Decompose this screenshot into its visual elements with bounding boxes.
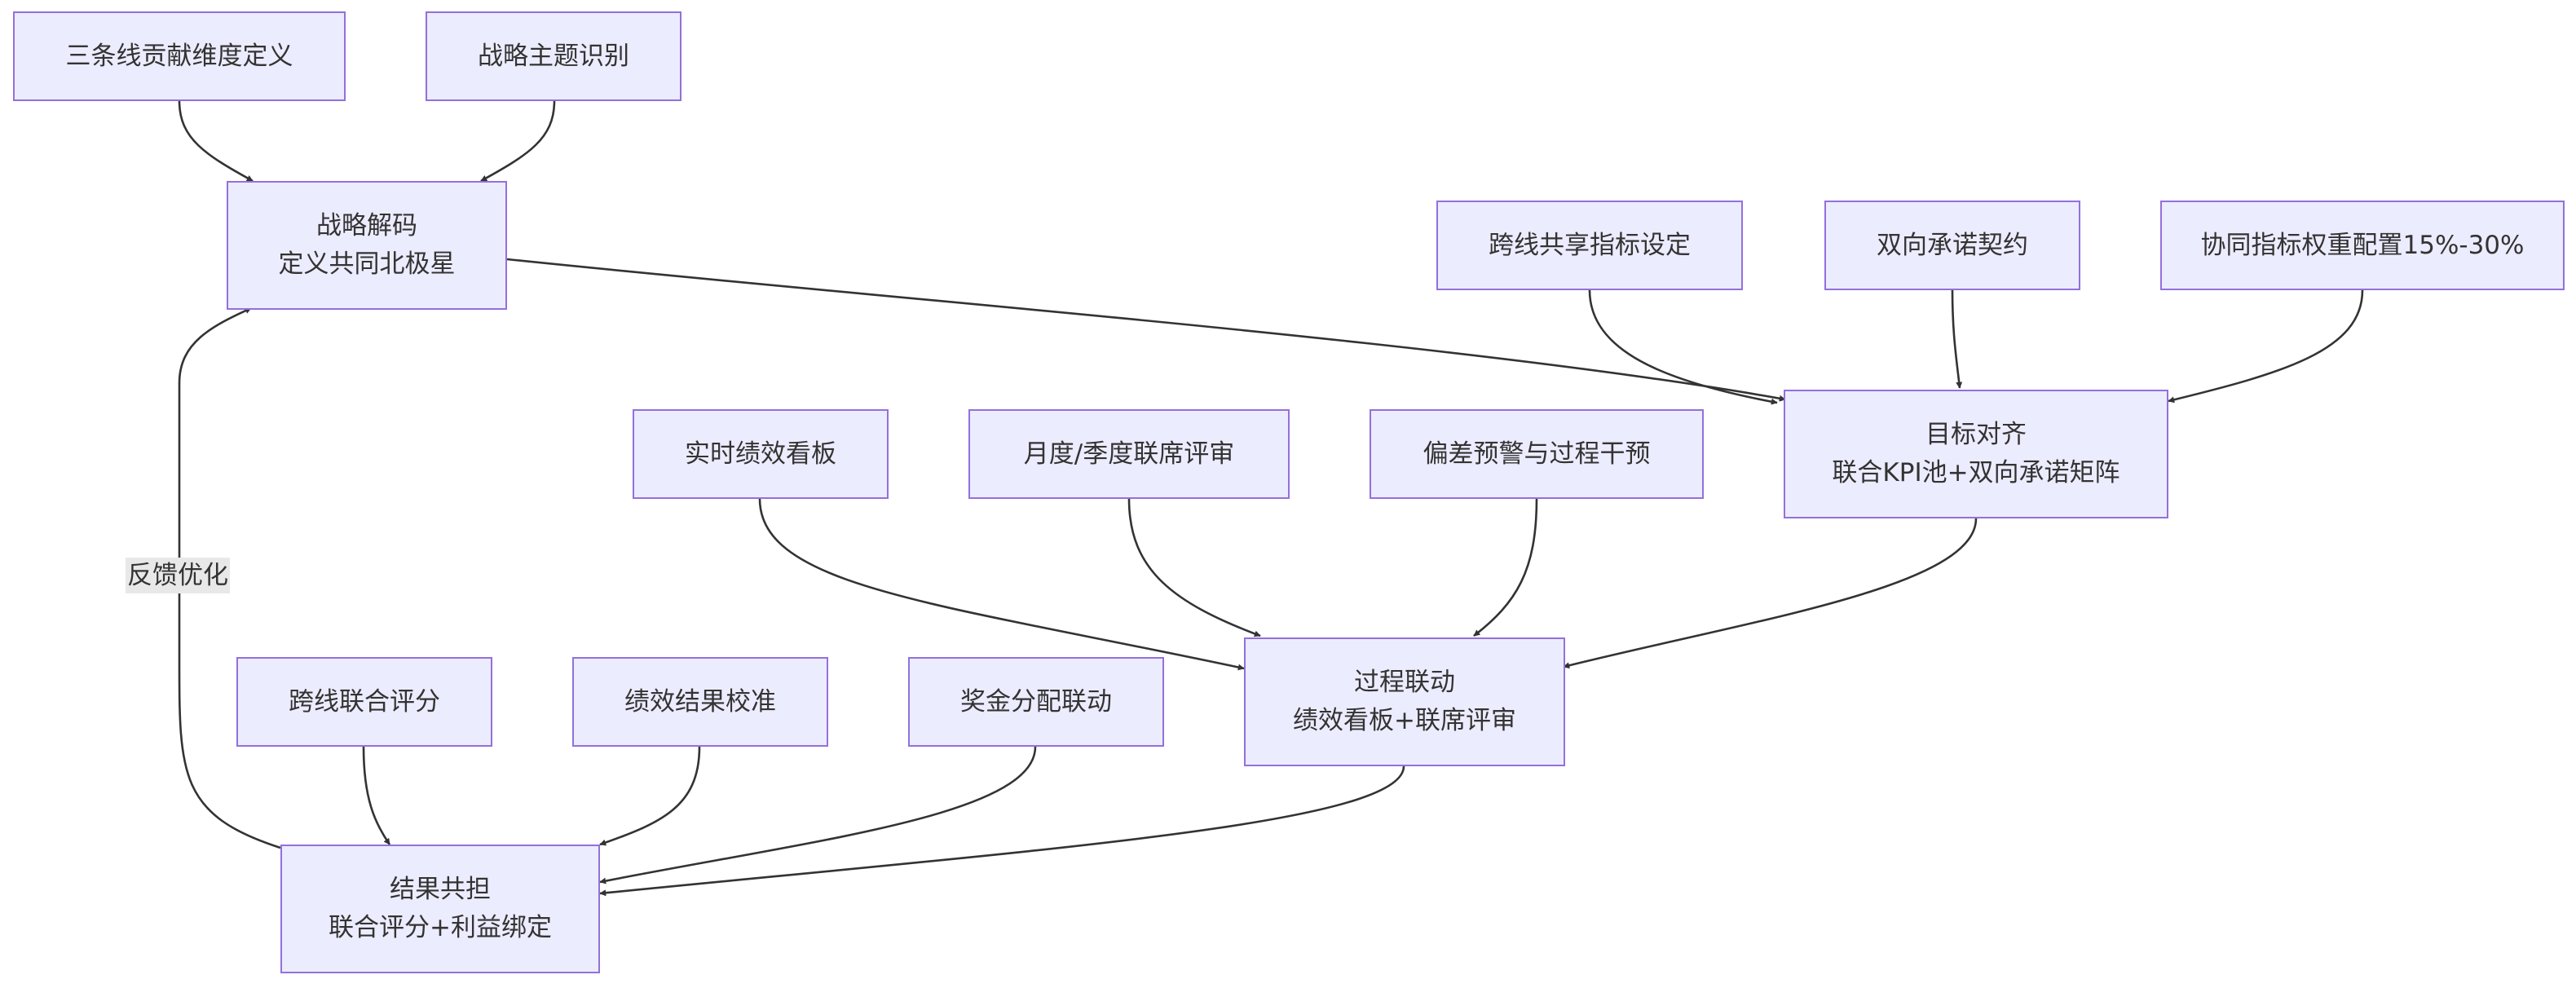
edge-process-to-result: [599, 765, 1405, 897]
node-label-line: 实时绩效看板: [685, 439, 836, 469]
node-title: 结果共担: [390, 875, 491, 904]
node-result-calibration[interactable]: 绩效结果校准: [572, 657, 828, 747]
node-title: 过程联动: [1354, 668, 1455, 697]
node-shared-results[interactable]: 结果共担 联合评分+利益绑定: [280, 845, 600, 973]
edge-sharedkpi-to-align: [1588, 289, 1778, 405]
node-label-line: 战略主题识别: [478, 41, 629, 71]
node-label-line: 奖金分配联动: [960, 686, 1112, 717]
node-title: 战略解码: [316, 211, 417, 240]
node-subtitle: 联合评分+利益绑定: [329, 913, 552, 942]
edge-themeid-to-decode: [480, 100, 556, 183]
node-mutual-commitment[interactable]: 双向承诺契约: [1824, 201, 2080, 290]
edge-decode-to-align: [506, 258, 1786, 402]
edge-dashboard-to-process: [758, 498, 1245, 671]
node-subtitle: 定义共同北极星: [278, 249, 456, 279]
node-deviation-warning[interactable]: 偏差预警与过程干预: [1370, 409, 1704, 499]
node-realtime-dashboard[interactable]: 实时绩效看板: [633, 409, 889, 499]
node-joint-review[interactable]: 月度/季度联席评审: [968, 409, 1290, 499]
edge-align-to-process: [1563, 518, 1978, 669]
node-dimension-definition[interactable]: 三条线贡献维度定义: [13, 11, 346, 101]
node-label-line: 跨线联合评分: [289, 686, 440, 717]
node-label-line: 偏差预警与过程干预: [1423, 439, 1651, 469]
node-joint-scoring[interactable]: 跨线联合评分: [236, 657, 492, 747]
node-subtitle: 联合KPI池+双向承诺矩阵: [1832, 458, 2120, 487]
edge-commit-to-align: [1951, 289, 1963, 389]
node-label-line: 跨线共享指标设定: [1489, 230, 1691, 260]
node-bonus-linkage[interactable]: 奖金分配联动: [908, 657, 1164, 747]
node-label-line: 三条线贡献维度定义: [65, 41, 293, 71]
node-label-line: 绩效结果校准: [624, 686, 776, 717]
node-label-line: 双向承诺契约: [1877, 230, 2028, 260]
node-weight-config[interactable]: 协同指标权重配置15%-30%: [2160, 201, 2565, 290]
node-process-linkage[interactable]: 过程联动 绩效看板+联席评审: [1244, 637, 1565, 766]
edge-review-to-process: [1127, 498, 1261, 637]
edge-warning-to-process: [1473, 498, 1538, 637]
edge-bonus-to-result: [599, 746, 1037, 884]
node-title: 目标对齐: [1925, 420, 2027, 449]
edge-weight-to-align: [2168, 289, 2364, 404]
node-label-line: 月度/季度联席评审: [1023, 439, 1235, 469]
edge-result-to-decode-feedback: [178, 307, 281, 849]
node-goal-alignment[interactable]: 目标对齐 联合KPI池+双向承诺矩阵: [1784, 390, 2168, 518]
node-shared-kpi[interactable]: 跨线共享指标设定: [1436, 201, 1743, 290]
node-strategy-decode[interactable]: 战略解码 定义共同北极星: [227, 181, 507, 310]
edge-calibrate-to-result: [599, 746, 701, 846]
edge-dimdef-to-decode: [178, 100, 254, 183]
node-subtitle: 绩效看板+联席评审: [1293, 706, 1516, 735]
node-label-line: 协同指标权重配置15%-30%: [2200, 230, 2525, 260]
edge-jointscore-to-result: [362, 746, 391, 845]
node-theme-identification[interactable]: 战略主题识别: [426, 11, 681, 101]
edge-label-feedback: 反馈优化: [126, 558, 230, 593]
